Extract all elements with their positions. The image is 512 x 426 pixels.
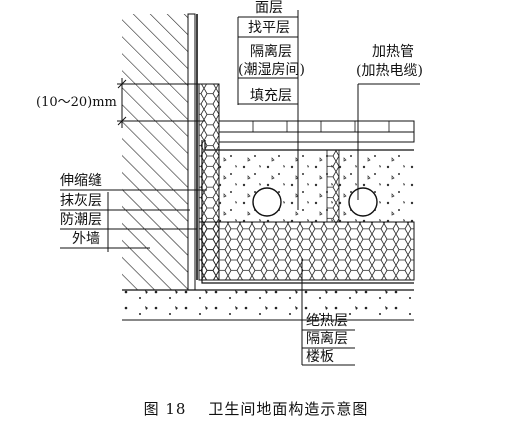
left-leaders: [60, 189, 207, 252]
outer-wall: [122, 14, 188, 291]
floor-slab: [122, 289, 414, 321]
label-floor-slab: 楼板: [306, 349, 334, 365]
label-surface-layer: 面层: [255, 0, 283, 16]
label-leveling-layer: 找平层: [248, 20, 290, 36]
mesh-post: [326, 149, 340, 223]
label-expansion-joint: 伸缩缝: [60, 173, 102, 189]
plaster-layer: [187, 13, 196, 291]
label-heating-pipe: 加热管: [372, 44, 414, 60]
label-heating-cable-note: (加热电缆): [356, 63, 423, 79]
top-leaders: [237, 10, 299, 210]
figure-number: 图 18: [143, 400, 187, 418]
label-filling-layer: 填充层: [250, 88, 292, 104]
isolation-layer-top-line: [204, 140, 414, 151]
surface-layer: [218, 120, 415, 133]
isolation-layer-bottom-line: [201, 140, 414, 284]
leveling-layer: [218, 131, 415, 143]
heating-pipe-2: [348, 187, 378, 217]
bottom-leaders: [301, 258, 355, 366]
label-gap-dimension: (10～20)mm: [36, 95, 117, 110]
gap-dimension: [117, 78, 205, 128]
label-isolation-layer-top: 隔离层: [250, 44, 292, 60]
label-isolation-layer-top-note: (潮湿房间): [238, 62, 305, 78]
figure-caption: 图 18 卫生间地面构造示意图: [0, 398, 512, 419]
filling-layer: [219, 150, 414, 222]
figure-title: 卫生间地面构造示意图: [208, 400, 369, 418]
label-moisture-barrier: 防潮层: [60, 212, 102, 228]
pipe-leader: [357, 83, 420, 200]
insulation-layer: [198, 221, 415, 281]
label-isolation-layer-bottom: 隔离层: [306, 331, 348, 347]
heating-pipe-1: [252, 187, 282, 217]
label-plaster-layer: 抹灰层: [60, 193, 102, 209]
label-insulation-layer: 绝热层: [306, 313, 348, 329]
label-outer-wall: 外墙: [72, 231, 100, 247]
